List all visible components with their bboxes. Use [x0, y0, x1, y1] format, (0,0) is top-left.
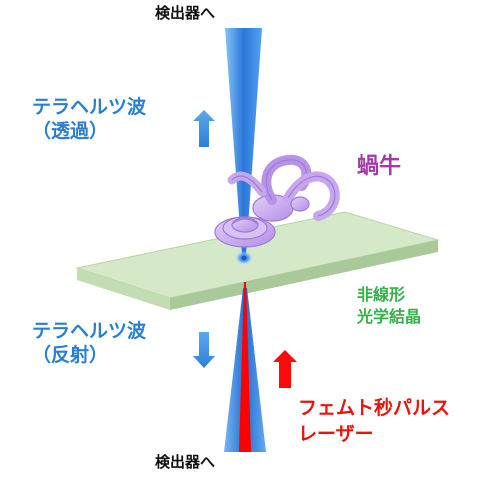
thz-transmitted-line2: （透過）: [32, 119, 109, 142]
transmitted-thz-beam: [225, 28, 262, 255]
thz-transmitted-label: テラヘルツ波 （透過）: [32, 96, 146, 144]
focal-center: [241, 255, 247, 261]
detector-label-top: 検出器へ: [155, 4, 216, 22]
laser-label: フェムト秒パルス レーザー: [298, 396, 450, 447]
crystal-left-face: [77, 268, 170, 310]
thz-reflected-line1: テラヘルツ波: [32, 320, 147, 342]
thz-transmitted-line1: テラヘルツ波: [32, 96, 147, 118]
laser-line2: レーザー: [298, 422, 374, 445]
arrow-down-icon: [193, 332, 215, 368]
crystal-line2: 光学結晶: [357, 306, 422, 326]
cochlea-model: [214, 154, 340, 248]
thz-reflected-label: テラヘルツ波 （反射）: [32, 320, 146, 368]
laser-arrow-up-icon: [273, 350, 297, 388]
cochlea-label: 蝸牛: [357, 154, 402, 179]
laser-line1: フェムト秒パルス: [298, 397, 451, 419]
crystal-label: 非線形 光学結晶: [357, 284, 421, 327]
detector-label-bottom: 検出器へ: [155, 453, 216, 471]
thz-reflected-line2: （反射）: [32, 343, 109, 366]
femtosecond-laser-beam: [239, 282, 251, 452]
crystal-line1: 非線形: [357, 285, 406, 304]
crystal-front-face: [170, 240, 438, 310]
arrow-up-icon: [193, 110, 215, 147]
